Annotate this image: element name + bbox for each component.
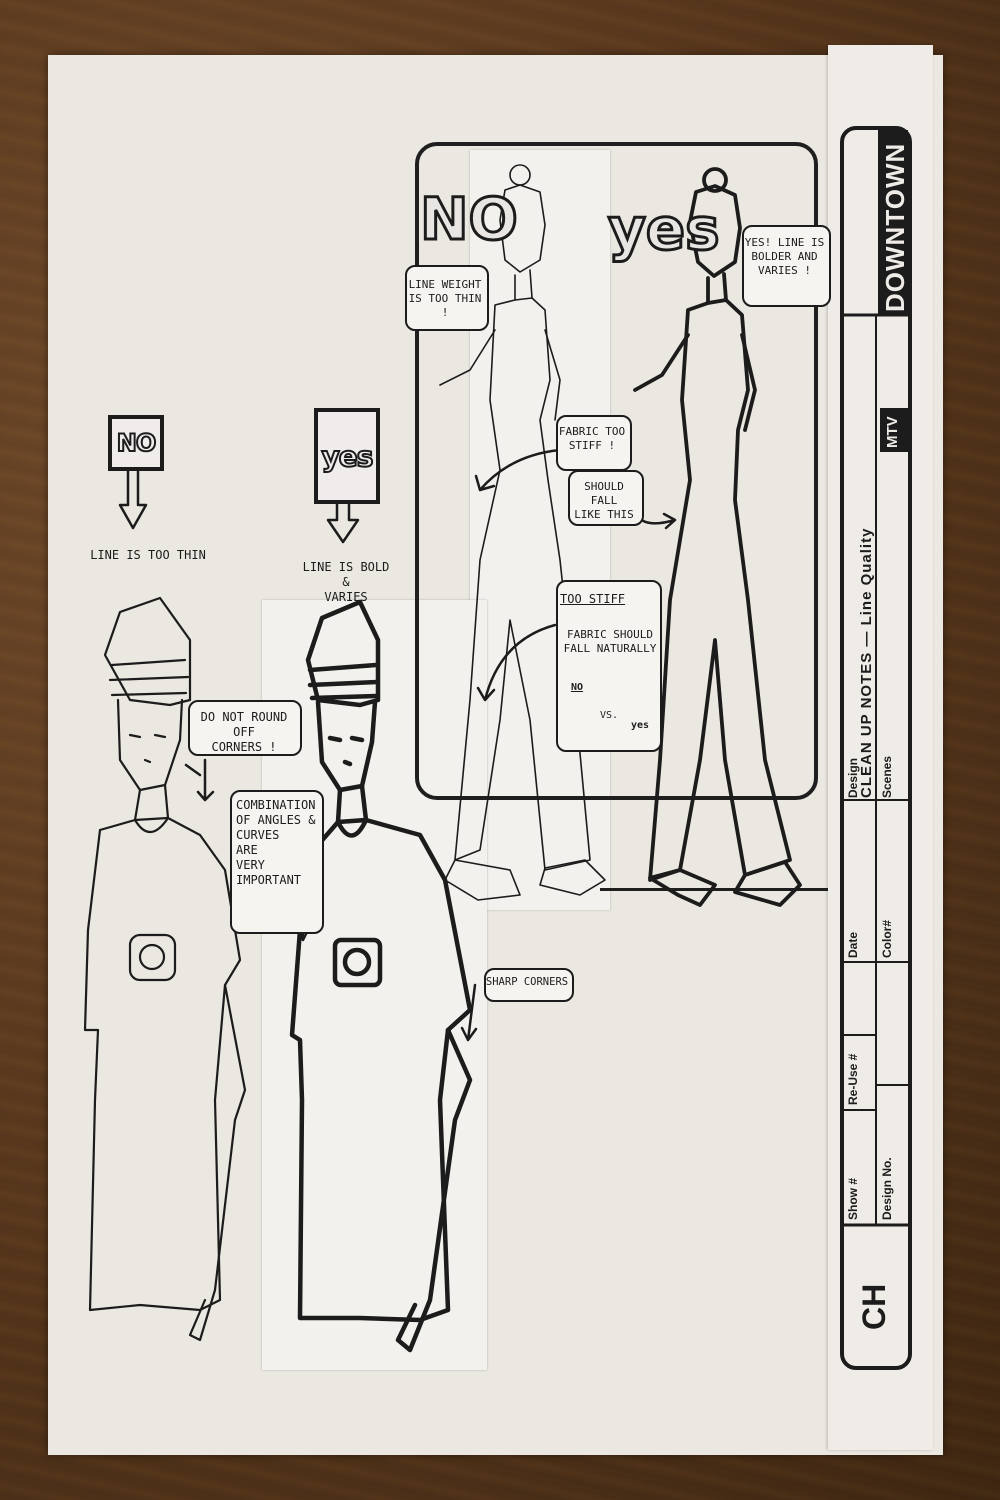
bubble-too-stiff-box bbox=[556, 580, 662, 752]
tag-no-text: NO bbox=[116, 428, 157, 458]
comparison-frame bbox=[415, 142, 818, 800]
note-line-too-thin: LINE IS TOO THIN bbox=[90, 548, 206, 562]
tag-no-large: NO bbox=[419, 184, 520, 255]
note-line-bold-varies: LINE IS BOLD & VARIES bbox=[302, 560, 390, 604]
color-label: Color# bbox=[880, 919, 894, 958]
show-label: Show # bbox=[846, 1177, 860, 1220]
note-vs-label: VS. bbox=[599, 710, 619, 721]
scenes-label: Scenes bbox=[880, 755, 894, 798]
bubble-should-fall bbox=[568, 470, 644, 526]
bubble-combination bbox=[230, 790, 324, 934]
reuse-label: Re-Use # bbox=[846, 1053, 860, 1105]
cutout-left-no bbox=[470, 150, 610, 910]
guy-yes-figure bbox=[289, 599, 473, 1353]
guy-no-figure bbox=[83, 596, 247, 1342]
tag-yes-small: yes bbox=[314, 408, 380, 504]
tag-yes-large: yes bbox=[607, 194, 722, 265]
woman-yes-figure bbox=[633, 167, 802, 907]
note-should-fall: SHOULD FALL LIKE THIS bbox=[574, 480, 634, 521]
brand-downtown: DOWNTOWN bbox=[880, 142, 910, 312]
note-fabric-too-stiff: FABRIC TOO STIFF ! bbox=[558, 425, 626, 452]
woman-no-figure bbox=[439, 164, 606, 901]
bubble-do-not-round bbox=[188, 700, 302, 756]
tag-no-small: NO bbox=[108, 415, 164, 471]
note-yes-line-bolder: YES! LINE IS BOLDER AND VARIES ! bbox=[744, 236, 825, 277]
design-value: CLEAN UP NOTES — Line Quality bbox=[858, 527, 875, 798]
note-too-stiff: TOO STIFF bbox=[560, 592, 626, 606]
logo-mtv: MTV bbox=[884, 416, 901, 448]
note-combination: COMBINATION OF ANGLES & CURVES ARE VERY … bbox=[236, 798, 316, 887]
tag-yes-text: yes bbox=[321, 439, 375, 474]
note-sharp-corners: SHARP CORNERS bbox=[485, 976, 569, 988]
note-line-weight: LINE WEIGHT IS TOO THIN ! bbox=[408, 278, 482, 319]
note-do-not-round: DO NOT ROUND OFF CORNERS ! bbox=[200, 710, 288, 754]
note-yes-label: yes bbox=[630, 720, 650, 731]
note-no-label: NO bbox=[570, 682, 584, 693]
bubble-sharp-corners bbox=[484, 968, 574, 1002]
design-no-label: Design No. bbox=[880, 1157, 894, 1220]
bubble-line-weight bbox=[405, 265, 489, 331]
note-fabric-should-fall: FABRIC SHOULD FALL NATURALLY bbox=[563, 628, 657, 655]
bubble-yes-line-bolder bbox=[742, 225, 831, 307]
ch-label: CH bbox=[856, 1283, 892, 1330]
date-label: Date bbox=[846, 931, 860, 958]
